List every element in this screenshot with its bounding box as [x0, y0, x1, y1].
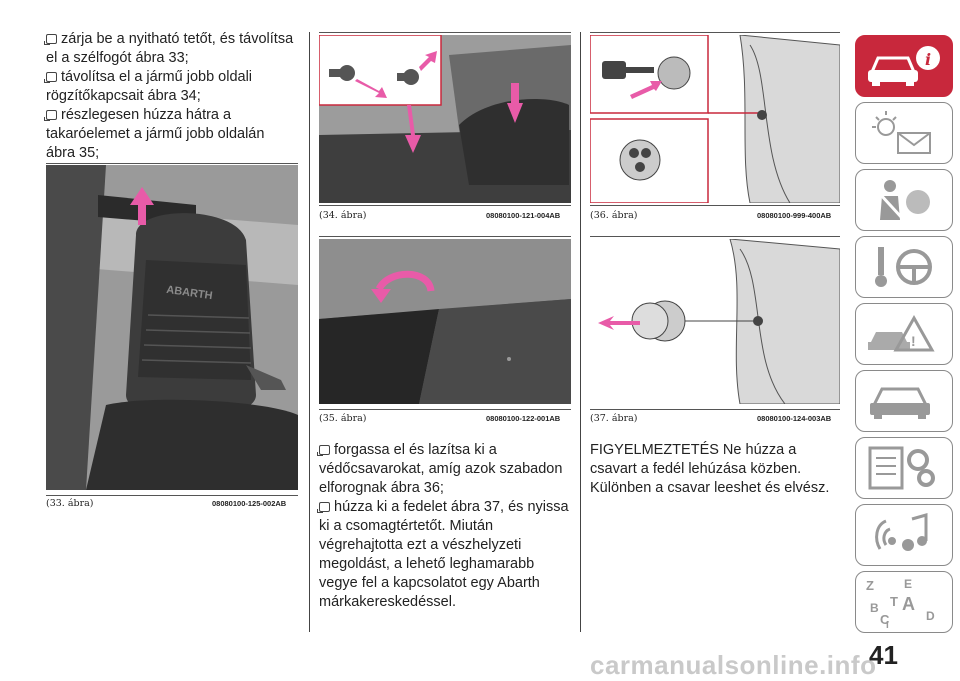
svg-text:C: C [880, 612, 890, 627]
svg-text:Z: Z [866, 578, 874, 593]
spec-gears-icon [868, 446, 935, 490]
bullet-icon [317, 445, 330, 456]
sidebar-item-emergency[interactable]: ! [855, 303, 953, 365]
figure-35-trunk-photo [319, 239, 571, 404]
svg-text:A: A [902, 594, 915, 614]
figure-36-caption: (36. ábra) [590, 210, 638, 221]
svg-text:!: ! [911, 333, 916, 349]
svg-text:I: I [886, 620, 889, 631]
instruction-1: zárja be a nyitható tetőt, és távolítsa … [44, 31, 294, 66]
instruction-5: húzza ki a fedelet ábra 37, és nyissa ki… [317, 499, 569, 610]
trunk-illustration [319, 35, 571, 203]
figure-33-seat-photo: ABARTH [46, 165, 298, 490]
multimedia-icon [875, 513, 928, 551]
bullet-icon [44, 34, 57, 45]
figure-33-code: 08080100-125-002AB [212, 499, 287, 508]
sidebar-item-multimedia[interactable] [855, 504, 953, 566]
svg-text:E: E [904, 577, 912, 591]
svg-text:i: i [925, 50, 931, 69]
figure-36-diagram [590, 35, 840, 203]
trunk-cover-illustration [319, 239, 571, 404]
figure-34-caption: (34. ábra) [319, 210, 367, 221]
sidebar-item-specs[interactable] [855, 437, 953, 499]
figure-37-caption: (37. ábra) [590, 413, 638, 424]
page-number: 41 [869, 640, 898, 670]
svg-text:D: D [926, 609, 935, 623]
index-letters-icon: Z E B A C T D I [866, 577, 935, 631]
sidebar-item-safety[interactable] [855, 169, 953, 231]
warning-text: FIGYELMEZTETÉS Ne húzza a csavart a fedé… [590, 442, 830, 496]
car-service-icon [870, 387, 930, 419]
cover-pull-diagram [590, 239, 840, 404]
svg-text:B: B [870, 601, 879, 615]
col2-text: forgassa el és lazítsa ki a védőcsavarok… [317, 441, 573, 612]
car-info-icon: i [868, 46, 940, 86]
col1-text: zárja be a nyitható tetőt, és távolítsa … [44, 30, 296, 163]
sidebar-item-index[interactable]: Z E B A C T D I [855, 571, 953, 633]
sidebar-item-starting[interactable] [855, 236, 953, 298]
figure-37-code: 08080100-124-003AB [757, 414, 832, 423]
sidebar-item-maintenance[interactable] [855, 370, 953, 432]
bullet-icon [44, 110, 57, 121]
figure-37-diagram [590, 239, 840, 404]
figure-36-code: 08080100-999-400AB [757, 211, 832, 220]
key-steering-icon [875, 247, 932, 287]
light-envelope-icon [872, 111, 931, 154]
warning-triangle-car-icon: ! [868, 314, 935, 352]
svg-text:T: T [890, 594, 898, 609]
sidebar-item-lights[interactable] [855, 102, 953, 164]
instruction-2: távolítsa el a jármű jobb oldali rögzítő… [44, 69, 253, 104]
instruction-3: részlegesen húzza hátra a takaróelemet a… [44, 107, 265, 161]
sidebar-item-car-info[interactable]: i [855, 35, 953, 97]
seatbelt-airbag-icon [878, 180, 930, 220]
bullet-icon [44, 72, 57, 83]
figure-35-caption: (35. ábra) [319, 413, 367, 424]
screw-diagram [590, 35, 840, 203]
figure-34-trunk-photo [319, 35, 571, 203]
seat-illustration: ABARTH [46, 165, 298, 490]
figure-35-code: 08080100-122-001AB [486, 414, 561, 423]
bullet-icon [317, 502, 330, 513]
figure-33-caption: (33. ábra) [46, 498, 94, 509]
col3-text: FIGYELMEZTETÉS Ne húzza a csavart a fedé… [590, 441, 840, 498]
footer-watermark: carmanualsonline.info [590, 650, 877, 680]
figure-34-code: 08080100-121-004AB [486, 211, 561, 220]
instruction-4: forgassa el és lazítsa ki a védőcsavarok… [317, 442, 563, 496]
